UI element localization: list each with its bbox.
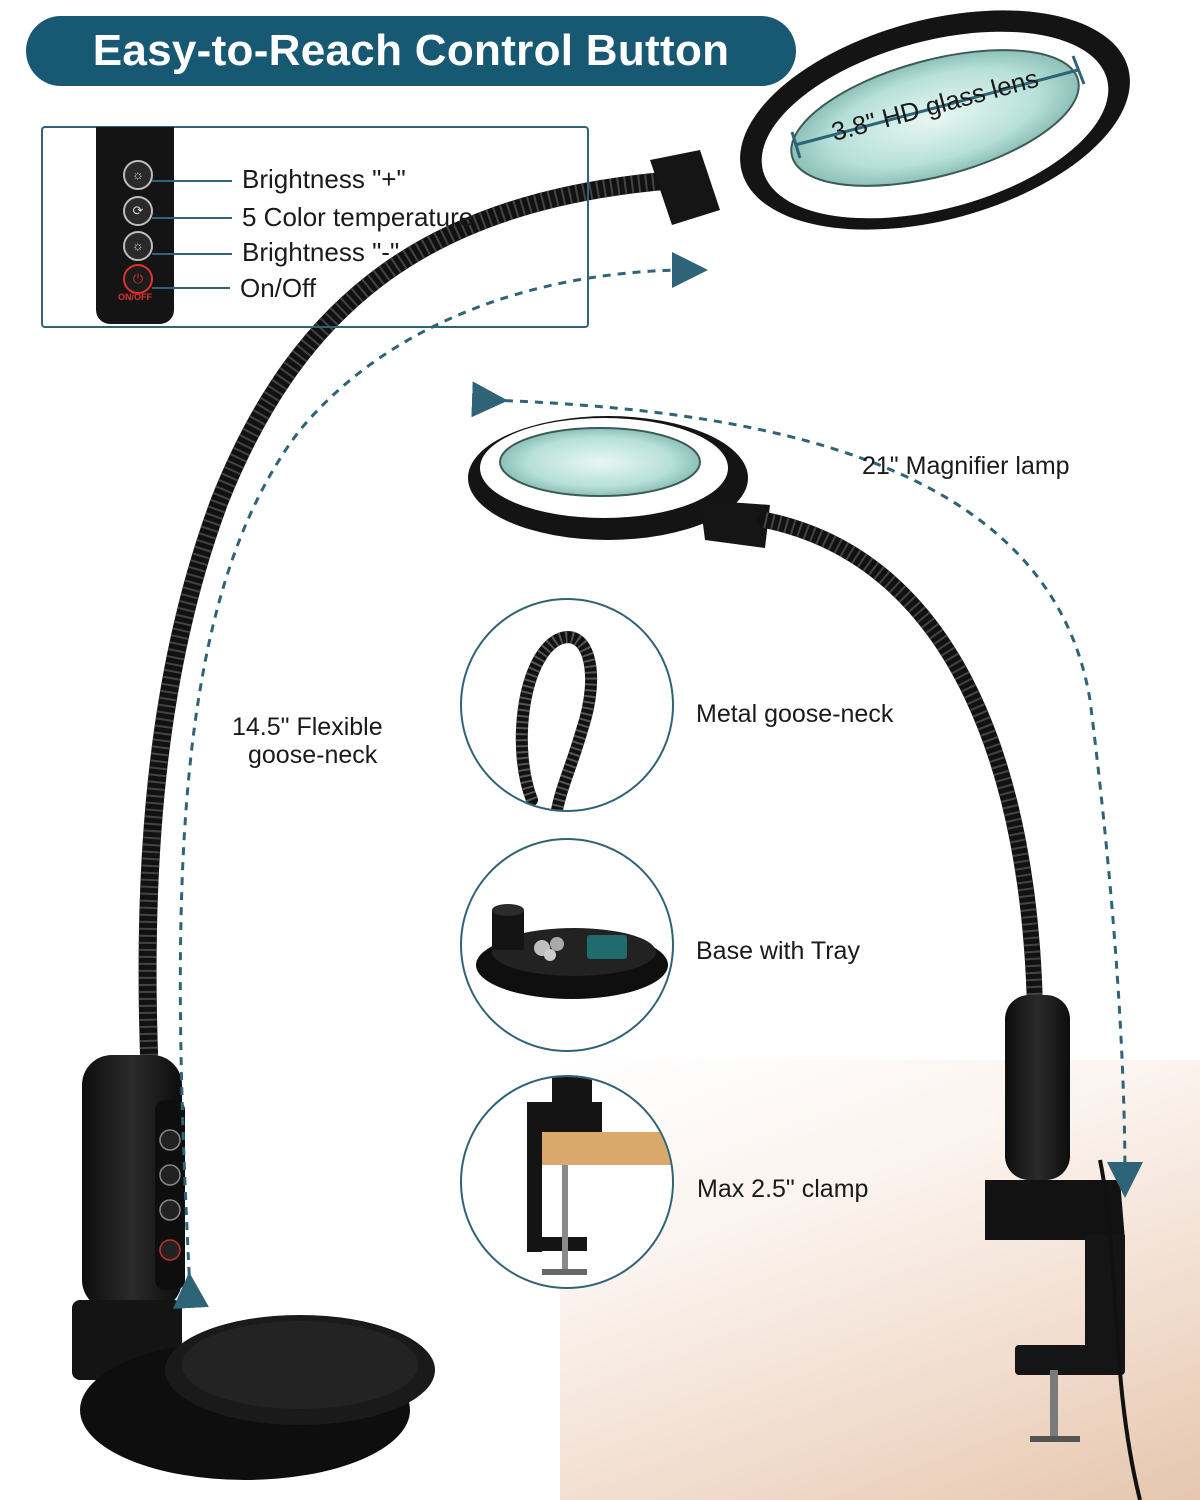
color-temperature-label: 5 Color temperature xyxy=(242,202,474,232)
power-icon: ⏻ xyxy=(123,264,153,294)
feature-label-gooseneck: Metal goose-neck xyxy=(696,700,894,728)
feature-circle-gooseneck xyxy=(460,598,674,812)
gooseneck-arc-arrow xyxy=(172,252,708,1309)
base-tray-detail-image xyxy=(476,904,668,999)
feature-label-base: Base with Tray xyxy=(696,937,860,965)
color-temperature-icon: ⟳ xyxy=(123,196,153,226)
page-title: Easy-to-Reach Control Button xyxy=(26,16,796,86)
feature-circle-clamp xyxy=(460,1075,674,1289)
brightness-down-label: Brightness "-" xyxy=(242,237,400,267)
brightness-down-icon: ☼ xyxy=(123,231,153,261)
lamp-height-label: 21" Magnifier lamp xyxy=(862,452,1070,480)
gooseneck-length-label-1: 14.5" Flexible xyxy=(232,713,383,741)
feature-label-clamp: Max 2.5" clamp xyxy=(697,1175,869,1203)
control-callout-box xyxy=(41,126,589,328)
clamp-detail-image xyxy=(527,1077,672,1275)
feature-circle-base xyxy=(460,838,674,1052)
small-lamp-head xyxy=(468,416,770,548)
leader-line xyxy=(152,180,232,182)
brightness-up-icon: ☼ xyxy=(123,160,153,190)
power-button-text: ON/OFF xyxy=(118,292,152,302)
leader-line xyxy=(152,287,230,289)
leader-line xyxy=(152,253,232,255)
gooseneck-length-label-2: goose-neck xyxy=(248,741,378,769)
gooseneck-detail-image xyxy=(515,631,598,810)
on-off-label: On/Off xyxy=(240,273,317,303)
large-lamp-head xyxy=(650,10,1130,230)
small-lamp-stem xyxy=(1005,995,1070,1180)
leader-line xyxy=(152,217,232,219)
brightness-up-label: Brightness "+" xyxy=(242,164,406,194)
lamp-height-arc-arrow xyxy=(471,381,1143,1198)
